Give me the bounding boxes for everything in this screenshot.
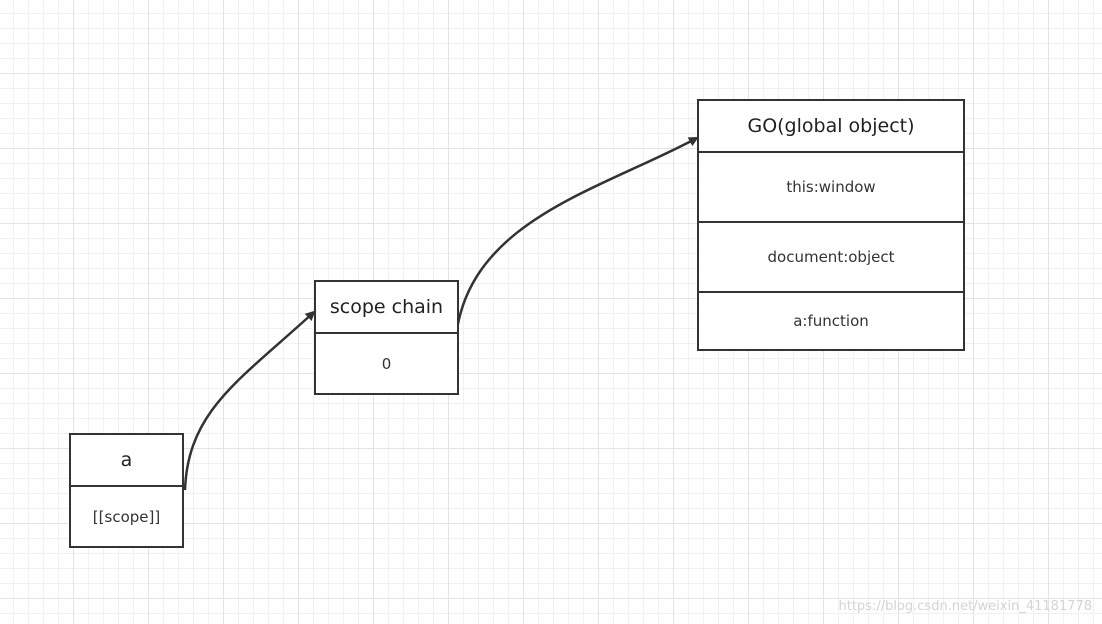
node-global-object-field-this: this:window [699,151,963,221]
watermark-text: https://blog.csdn.net/weixin_41181778 [838,599,1092,614]
node-scope-chain-title: scope chain [329,296,444,318]
node-global-object[interactable]: GO(global object) this:window document:o… [697,99,965,351]
node-a-title: a [120,449,133,471]
node-global-object-field-document: document:object [699,221,963,291]
node-scope-chain-field-0: 0 [316,332,457,393]
node-global-object-field-a: a:function [699,291,963,349]
arrow-a-to-scope-chain [183,310,316,491]
node-scope-chain[interactable]: scope chain 0 [314,280,459,395]
node-a-field-scope: [[scope]] [71,485,182,546]
node-a[interactable]: a [[scope]] [69,433,184,548]
node-global-object-title: GO(global object) [747,115,915,137]
arrow-scope-chain-to-go [454,136,699,337]
